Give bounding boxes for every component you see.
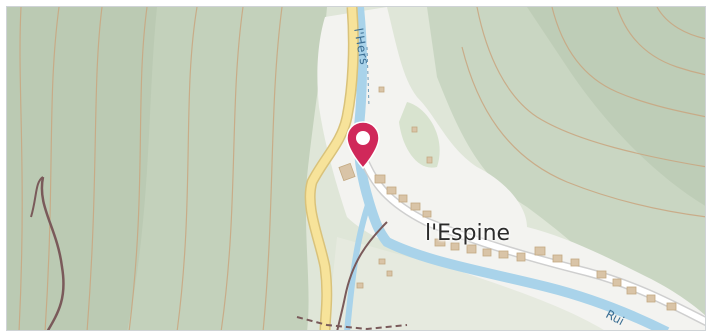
relief-shade-right xyxy=(527,7,705,206)
track-south xyxy=(336,221,388,330)
contour-lines-right xyxy=(461,7,705,218)
place-label: l'Espine xyxy=(425,221,511,246)
river-hers xyxy=(353,7,670,330)
track-west-spur xyxy=(30,176,44,218)
river-branch xyxy=(344,201,372,330)
track-west xyxy=(40,176,65,330)
relief-shade-left xyxy=(7,7,157,330)
village-road[interactable] xyxy=(360,155,706,325)
location-pin-icon[interactable] xyxy=(345,120,381,172)
park-patch xyxy=(399,102,440,168)
meadow-south xyxy=(327,237,604,330)
map-canvas[interactable] xyxy=(7,7,706,331)
stream-dash xyxy=(366,46,370,108)
footpath-south xyxy=(296,316,408,330)
contour-lines-left xyxy=(18,7,283,330)
map-view[interactable]: l'Hers l'Espine Rui xyxy=(6,6,706,331)
buildings xyxy=(338,86,677,311)
main-road[interactable] xyxy=(306,7,358,331)
